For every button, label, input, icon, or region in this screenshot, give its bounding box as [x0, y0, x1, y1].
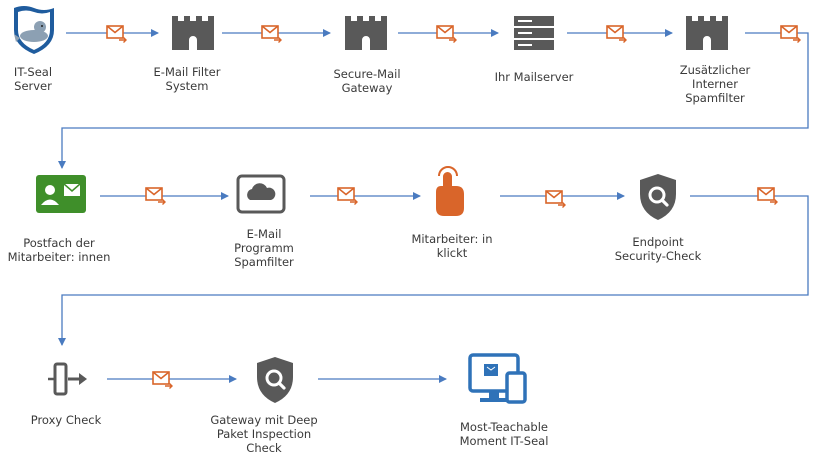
- node-label-proxy-check: Proxy Check: [30, 413, 102, 427]
- node-label-mitarbeiter-klickt: Mitarbeiter: in klickt: [411, 232, 493, 260]
- envelope-icon: [145, 187, 166, 206]
- envelope-icon: [106, 25, 127, 44]
- node-label-gateway-dpi: Gateway mit Deep Paket Inspection Check: [210, 413, 318, 455]
- node-label-secure-mail-gateway: Secure-Mail Gateway: [333, 67, 401, 95]
- node-label-it-seal-server: IT-Seal Server: [13, 65, 53, 93]
- proxy-arrow-icon: [48, 362, 87, 396]
- mailbox-contact-icon: [36, 175, 86, 213]
- monitor-phone-icon: [468, 353, 527, 404]
- shield-search-icon: [640, 174, 676, 220]
- envelope-icon: [436, 25, 457, 44]
- hand-click-icon: [436, 166, 464, 216]
- castle-icon: [172, 16, 214, 50]
- envelope-icon: [780, 25, 801, 44]
- cloud-screen-icon: [236, 174, 286, 214]
- node-label-endpoint-check: Endpoint Security-Check: [614, 235, 702, 263]
- envelope-icon: [545, 190, 566, 209]
- envelope-icon: [757, 187, 778, 206]
- node-label-email-filter-system: E-Mail Filter System: [153, 65, 221, 93]
- envelope-icon: [152, 371, 173, 390]
- node-label-email-programm: E-Mail Programm Spamfilter: [234, 227, 294, 269]
- envelope-icon: [261, 25, 282, 44]
- envelope-icon: [606, 25, 627, 44]
- envelope-icon: [337, 187, 358, 206]
- node-label-zusaetzlicher-spamfilter: Zusätzlicher Interner Spamfilter: [679, 63, 751, 105]
- node-label-ihr-mailserver: Ihr Mailserver: [494, 70, 574, 84]
- shield-search-icon: [257, 357, 293, 403]
- server-icon: [514, 16, 554, 50]
- node-label-postfach: Postfach der Mitarbeiter: innen: [7, 236, 111, 264]
- castle-icon: [345, 16, 387, 50]
- node-label-most-teachable-moment: Most-Teachable Moment IT-Seal: [459, 420, 549, 448]
- castle-icon: [686, 16, 728, 50]
- shield-seal-icon: [14, 6, 54, 54]
